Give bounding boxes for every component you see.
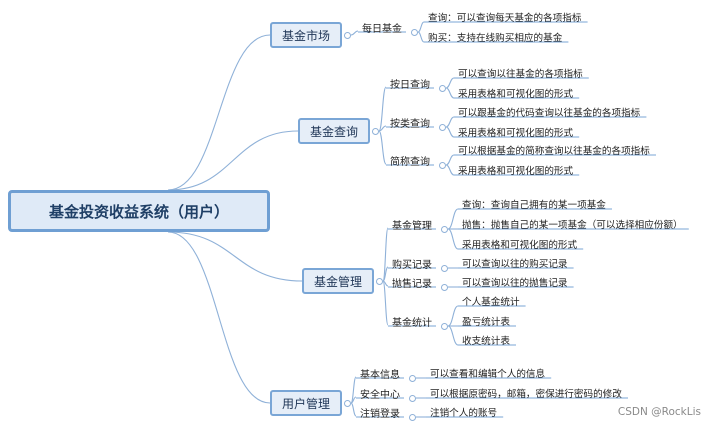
leaf-node-3-0-0: 可以查看和编辑个人的信息 [430, 369, 546, 380]
sub-connector-1-1 [378, 125, 387, 132]
leaf-node-1-2-1: 采用表格和可视化图的形式 [458, 166, 574, 177]
leaf-node-2-3-2: 收支统计表 [462, 336, 510, 347]
sub-node-1-0: 按日查询 [390, 80, 430, 91]
sub-node-2-3: 基金统计 [392, 318, 432, 329]
leaf-node-2-3-0: 个人基金统计 [462, 297, 520, 308]
sub-connector-3-2 [350, 402, 357, 417]
leaf-connector-2-3-2 [447, 325, 459, 346]
leaf-connector-1-1-0 [445, 116, 455, 128]
leaf-node-2-0-1: 抛售：抛售自己的某一项基金（可以选择相应份额） [462, 220, 683, 231]
leaf-node-1-0-0: 可以查询以往基金的各项指标 [458, 69, 583, 80]
sub-connector-0-0 [350, 30, 359, 36]
sub-node-3-0: 基本信息 [360, 370, 400, 381]
sub-connector-1-2 [378, 130, 387, 165]
sub-toggle-1-2[interactable] [438, 161, 446, 169]
sub-toggle-3-2[interactable] [408, 413, 416, 421]
sub-toggle-1-1[interactable] [438, 123, 446, 131]
root-connector-1 [167, 130, 299, 191]
leaf-node-1-1-1: 采用表格和可视化图的形式 [458, 128, 574, 139]
root-connector-0 [167, 34, 271, 191]
branch-toggle-0[interactable] [343, 31, 351, 39]
sub-node-3-2: 注销登录 [360, 409, 400, 420]
leaf-connector-2-0-0 [447, 208, 459, 230]
sub-toggle-0-0[interactable] [410, 28, 418, 36]
sub-node-2-1: 购买记录 [392, 260, 432, 271]
leaf-node-1-0-1: 采用表格和可视化图的形式 [458, 89, 574, 100]
sub-toggle-3-0[interactable] [408, 374, 416, 382]
sub-connector-3-1 [350, 396, 357, 404]
leaf-node-2-0-0: 查询：查询自己拥有的某一项基金 [462, 200, 606, 211]
root-connector-3 [167, 231, 271, 404]
leaf-connector-1-1-1 [445, 126, 455, 138]
sub-toggle-3-1[interactable] [408, 394, 416, 402]
leaf-node-2-2-0: 可以查询以往的抛售记录 [462, 278, 568, 289]
sub-toggle-2-2[interactable] [440, 283, 448, 291]
branch-node-1: 基金查询 [298, 118, 370, 144]
leaf-connector-1-2-0 [445, 154, 455, 166]
sub-node-2-0: 基金管理 [392, 221, 432, 232]
watermark: CSDN @RockLis [617, 406, 701, 418]
leaf-node-2-1-0: 可以查询以往的购买记录 [462, 259, 568, 270]
sub-connector-1-0 [378, 86, 387, 132]
sub-toggle-2-0[interactable] [440, 225, 448, 233]
sub-toggle-1-0[interactable] [438, 84, 446, 92]
leaf-node-3-2-0: 注销个人的账号 [430, 408, 498, 419]
leaf-connector-0-0-0 [417, 21, 425, 33]
sub-node-2-2: 抛售记录 [392, 279, 432, 290]
sub-node-0-0: 每日基金 [362, 24, 402, 35]
leaf-node-3-1-0: 可以根据原密码，邮箱，密保进行密码的修改 [430, 389, 622, 400]
sub-connector-2-0 [382, 227, 389, 282]
leaf-connector-1-2-1 [445, 164, 455, 176]
sub-node-3-1: 安全中心 [360, 390, 400, 401]
branch-toggle-2[interactable] [375, 277, 383, 285]
leaf-connector-2-0-2 [447, 228, 459, 250]
leaf-node-0-0-0: 查询：可以查询每天基金的各项指标 [428, 13, 582, 24]
leaf-connector-2-3-0 [447, 305, 459, 327]
branch-toggle-1[interactable] [371, 127, 379, 135]
leaf-node-0-0-1: 购买：支持在线购买相应的基金 [428, 33, 563, 44]
leaf-node-1-1-0: 可以跟基金的代码查询以往基金的各项指标 [458, 108, 641, 119]
branch-toggle-3[interactable] [343, 399, 351, 407]
leaf-connector-0-0-1 [417, 31, 425, 43]
branch-node-2: 基金管理 [302, 268, 374, 294]
root-connector-2 [167, 231, 303, 282]
root-node: 基金投资收益系统（用户） [8, 190, 270, 232]
sub-toggle-2-1[interactable] [440, 264, 448, 272]
sub-node-1-1: 按类查询 [390, 119, 430, 130]
leaf-node-1-2-0: 可以根据基金的简称查询以往基金的各项指标 [458, 146, 650, 157]
leaf-connector-1-0-1 [445, 87, 455, 99]
sub-connector-2-3 [382, 280, 389, 326]
branch-node-3: 用户管理 [270, 390, 342, 416]
leaf-node-2-3-1: 盈亏统计表 [462, 317, 510, 328]
leaf-connector-1-0-0 [445, 77, 455, 89]
leaf-node-2-0-2: 采用表格和可视化图的形式 [462, 240, 578, 251]
sub-node-1-2: 简称查询 [390, 157, 430, 168]
branch-node-0: 基金市场 [270, 22, 342, 48]
sub-toggle-2-3[interactable] [440, 322, 448, 330]
